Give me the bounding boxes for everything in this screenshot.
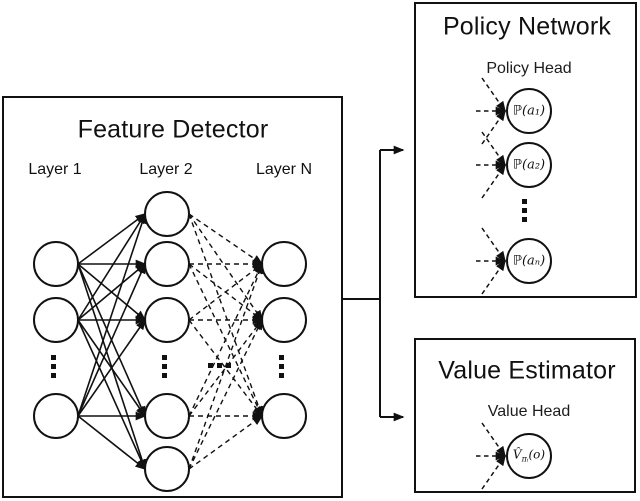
dashed-connection-line [188, 318, 263, 417]
vertical-ellipsis-icon [162, 355, 167, 378]
dashed-connection-line [188, 318, 263, 470]
fan-line [481, 77, 506, 113]
value-symbol-args: (o) [528, 447, 546, 462]
dot [51, 364, 56, 369]
solid-connection-line [77, 262, 146, 417]
value-fan-arrows [476, 422, 507, 490]
dashed-connection-line [188, 415, 264, 470]
dot [522, 208, 527, 213]
solid-connection-line [77, 213, 147, 265]
layer1-layer2-connections [77, 212, 147, 471]
layerN-node [261, 241, 307, 287]
policy-node-a2 [506, 142, 552, 188]
solid-connection-line [77, 318, 146, 417]
value-symbol: V̂ [512, 447, 522, 462]
layer2-node [144, 446, 190, 492]
solid-connection-line [77, 415, 147, 471]
value-estimator-box [414, 338, 636, 493]
policy-fan-arrows [476, 77, 507, 295]
solid-connection-line [77, 212, 146, 321]
fan-line [481, 422, 506, 458]
dot [279, 355, 284, 360]
dot [162, 355, 167, 360]
policy-head-label: Policy Head [486, 60, 572, 77]
layer1-node [33, 393, 79, 439]
layer2-node [144, 241, 190, 287]
policy-node-an [506, 238, 552, 284]
layer2-node [144, 297, 190, 343]
layerN-label: Layer N [255, 161, 313, 178]
dashed-connection-line [188, 213, 264, 265]
policy-node-an-label: ℙ(aₙ) [512, 253, 546, 269]
value-head-label: Value Head [487, 403, 571, 420]
solid-connection-line [77, 263, 147, 471]
layer2-label: Layer 2 [139, 161, 193, 178]
layer1-node [33, 241, 79, 287]
policy-network-title: Policy Network [442, 12, 612, 41]
layer2-node [144, 191, 190, 237]
vertical-ellipsis-icon [522, 199, 527, 222]
value-symbol-subscript: πᵢ [521, 454, 529, 464]
solid-connection-line [77, 212, 147, 417]
layer2-node [144, 393, 190, 439]
vertical-ellipsis-icon [51, 355, 56, 378]
dashed-connection-line [188, 262, 264, 470]
feature-layer1-nodes [33, 241, 79, 439]
policy-node-a1-label: ℙ(a₁) [512, 103, 546, 119]
dot [51, 355, 56, 360]
layerN-node [261, 393, 307, 439]
value-node-label: V̂πᵢ(o) [513, 448, 545, 463]
dot [162, 373, 167, 378]
dashed-connection-line [188, 213, 263, 322]
feature-detector-title: Feature Detector [77, 115, 269, 144]
dot [279, 373, 284, 378]
connector-lines [342, 145, 405, 422]
dot [522, 217, 527, 222]
dot [217, 363, 222, 368]
fan-line [481, 259, 506, 295]
dot [51, 373, 56, 378]
layerN-node [261, 297, 307, 343]
value-estimator-title: Value Estimator [438, 356, 616, 385]
fan-line [481, 227, 506, 263]
dashed-connection-line [188, 262, 263, 417]
horizontal-ellipsis-icon [208, 363, 231, 368]
fan-line [481, 109, 506, 145]
feature-layer2-nodes [144, 191, 190, 492]
feature-layerN-nodes [261, 241, 307, 439]
dot [522, 199, 527, 204]
policy-head-nodes [506, 88, 552, 284]
policy-node-a2-label: ℙ(a₂) [512, 157, 546, 173]
vertical-ellipsis-icon [279, 355, 284, 378]
solid-connection-line [77, 262, 147, 321]
fan-line [481, 454, 506, 490]
dot [279, 364, 284, 369]
solid-connection-line [77, 319, 146, 471]
layer1-label: Layer 1 [28, 161, 82, 178]
layer2-layerN-connections [188, 213, 264, 470]
dot [162, 364, 167, 369]
dashed-connection-line [188, 262, 264, 321]
value-node [506, 433, 552, 479]
layer1-node [33, 297, 79, 343]
fan-line [481, 163, 506, 199]
fan-line [481, 131, 506, 167]
dot [226, 363, 231, 368]
dot [208, 363, 213, 368]
policy-node-a1 [506, 88, 552, 134]
dashed-connection-line [188, 319, 263, 418]
